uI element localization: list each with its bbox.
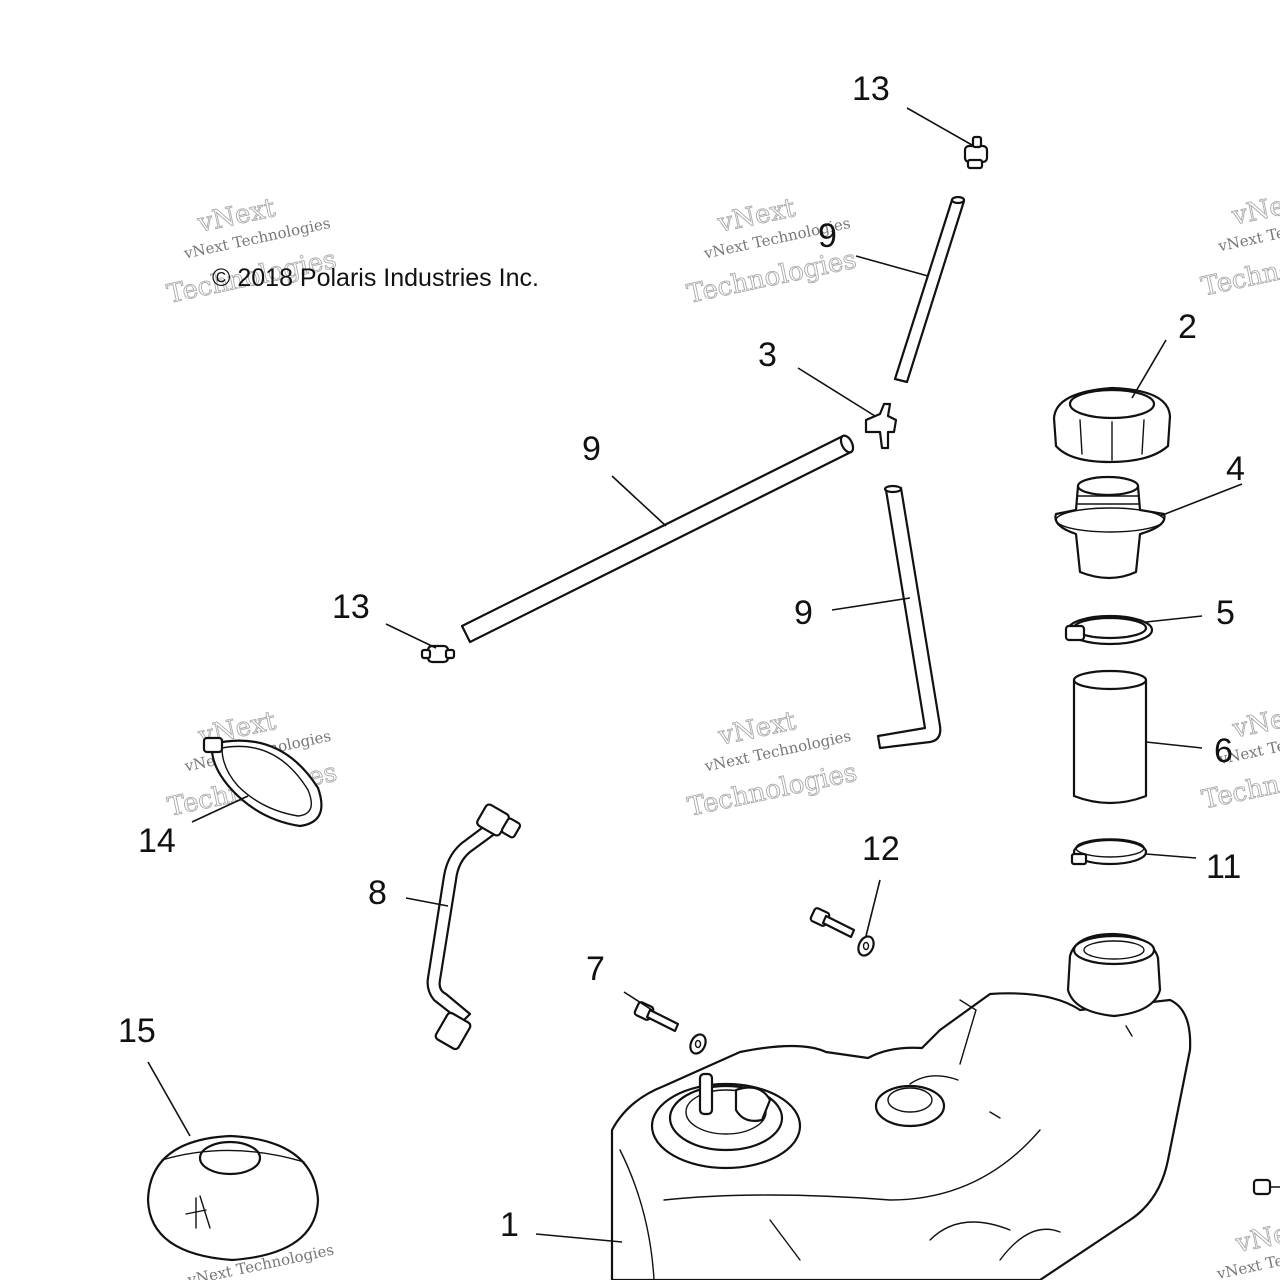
part-9-hose-bent <box>876 484 942 750</box>
watermark-mid-right: vNext vNext Technologies Technologies <box>1199 698 1280 816</box>
leader-13-top <box>906 107 973 146</box>
leader-9-bent <box>831 597 911 611</box>
part-15-dome-cover <box>146 1134 320 1262</box>
leader-15 <box>147 1061 191 1137</box>
callout-9-bent: 9 <box>794 594 813 632</box>
callout-11: 11 <box>1206 848 1241 886</box>
callout-2: 2 <box>1178 308 1197 346</box>
leader-14 <box>191 795 249 823</box>
part-9-hose-top <box>893 195 966 384</box>
callout-6: 6 <box>1214 732 1233 770</box>
callout-8: 8 <box>368 874 387 912</box>
callout-12: 12 <box>862 830 900 868</box>
leader-5 <box>1145 615 1203 623</box>
leader-11 <box>1145 853 1197 859</box>
part-6-filler-hose <box>1072 669 1148 805</box>
leader-2 <box>1131 339 1167 399</box>
leader-4 <box>1159 483 1243 517</box>
nut-right-edge <box>1252 1178 1280 1196</box>
leader-9-top <box>855 255 929 277</box>
callout-14: 14 <box>138 822 176 860</box>
part-13-fitting-top <box>963 135 989 170</box>
callout-5: 5 <box>1216 594 1235 632</box>
callout-3: 3 <box>758 336 777 374</box>
leader-12 <box>865 879 881 937</box>
callout-15: 15 <box>118 1012 156 1050</box>
part-2-fuel-cap <box>1052 386 1172 464</box>
leader-1 <box>535 1233 623 1243</box>
part-14-strap <box>202 736 323 828</box>
callout-1: 1 <box>500 1206 519 1244</box>
leader-13-left <box>385 623 437 649</box>
callout-4: 4 <box>1226 450 1245 488</box>
part-8-fuel-line <box>426 803 522 1051</box>
part-7-bolt-washer <box>633 1001 707 1055</box>
leader-6 <box>1145 741 1203 749</box>
leader-7 <box>623 991 653 1011</box>
watermark-top-right: vNext vNext Technologies Technologies <box>1198 185 1280 303</box>
callout-7: 7 <box>586 950 605 988</box>
copyright-notice: © 2018 Polaris Industries Inc. <box>212 264 539 292</box>
watermark-bottom-right: vNext vNext Technologies <box>1214 1213 1280 1280</box>
part-4-filler-neck <box>1054 475 1166 580</box>
part-1-fuel-tank <box>610 932 1192 1280</box>
part-11-clamp <box>1070 838 1148 866</box>
callout-13-left: 13 <box>332 588 370 626</box>
part-9-hose-diagonal <box>460 434 855 644</box>
callout-13-top: 13 <box>852 70 890 108</box>
part-5-hose-clamp <box>1064 614 1154 646</box>
callout-9-top: 9 <box>818 217 837 255</box>
part-3-tee-fitting <box>864 402 898 450</box>
leader-3 <box>797 367 876 417</box>
svg-text:vNext: vNext <box>1229 699 1280 745</box>
callout-9-diagonal: 9 <box>582 430 601 468</box>
part-13-fitting-left <box>420 644 456 664</box>
part-12-bolt-washer <box>809 907 875 957</box>
watermark-mid-center: vNext vNext Technologies Technologies <box>685 706 860 824</box>
leader-8 <box>405 897 449 907</box>
leader-9-diagonal <box>611 475 667 527</box>
